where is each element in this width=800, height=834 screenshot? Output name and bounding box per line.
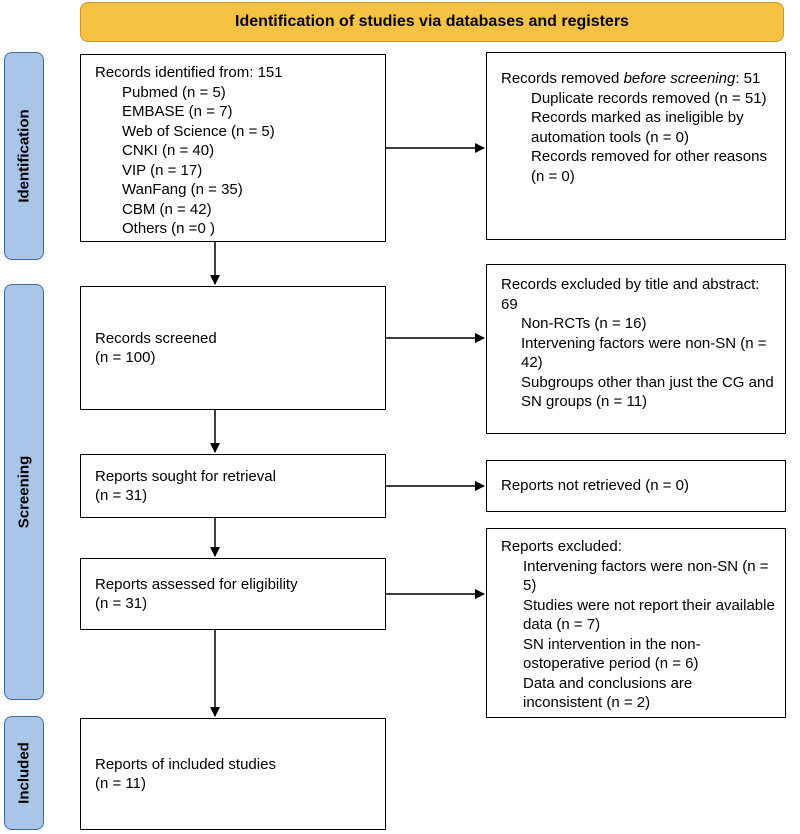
phase-identification-label: Identification: [15, 109, 33, 203]
header-title: Identification of studies via databases …: [235, 13, 629, 30]
phase-included: Included: [4, 716, 44, 830]
source-item: EMBASE (n = 7): [122, 103, 233, 120]
excluded-item: Subgroups other than just the CG and SN …: [521, 373, 774, 411]
records-excluded-box: Records excluded by title and abstract: …: [486, 264, 786, 434]
reports-excluded-item: Data and conclusions are inconsistent (n…: [523, 674, 693, 712]
reports-excluded-item: Intervening factors were non-SN (n = 5): [523, 557, 769, 595]
removed-item: Records marked as ineligible by automati…: [531, 109, 744, 146]
source-item: CNKI (n = 40): [122, 142, 215, 159]
records-screened-label: Records screened: [95, 329, 217, 347]
header-banner: Identification of studies via databases …: [80, 2, 784, 42]
source-item: WanFang (n = 35): [122, 181, 243, 198]
included-studies-label: Reports of included studies: [95, 755, 276, 773]
source-item: Pubmed (n = 5): [122, 83, 226, 101]
source-item: Others (n =0 ): [122, 220, 215, 237]
records-screened-count: (n = 100): [95, 349, 156, 366]
included-studies-count: (n = 11): [95, 775, 146, 792]
reports-assessed-label: Reports assessed for eligibility: [95, 575, 298, 593]
source-item: Web of Science (n = 5): [122, 122, 275, 140]
reports-sought-count: (n = 31): [95, 487, 148, 504]
records-removed-box: Records removed before screening: 51 Dup…: [486, 52, 786, 240]
reports-sought-box: Reports sought for retrieval (n = 31): [80, 454, 386, 518]
reports-assessed-box: Reports assessed for eligibility (n = 31…: [80, 558, 386, 630]
source-item: CBM (n = 42): [122, 200, 212, 218]
reports-excluded-item: SN intervention in the non-ostoperative …: [523, 635, 701, 673]
records-identified-box: Records identified from: 151 Pubmed (n =…: [80, 54, 386, 242]
excluded-item: Non-RCTs (n = 16): [521, 315, 647, 332]
phase-screening: Screening: [4, 284, 44, 700]
phase-identification: Identification: [4, 52, 44, 260]
reports-assessed-count: (n = 31): [95, 595, 148, 612]
removed-item: Records removed for other reasons (n = 0…: [531, 148, 767, 185]
records-identified-title: Records identified from: 151: [95, 64, 283, 81]
records-screened-box: Records screened (n = 100): [80, 286, 386, 410]
records-removed-title: Records removed before screening: 51: [501, 70, 761, 87]
source-item: VIP (n = 17): [122, 161, 203, 179]
reports-excluded-box: Reports excluded: Intervening factors we…: [486, 528, 786, 718]
included-studies-box: Reports of included studies (n = 11): [80, 718, 386, 830]
reports-excluded-item: Studies were not report their available …: [523, 596, 775, 634]
reports-excluded-title: Reports excluded:: [501, 538, 622, 555]
reports-not-retrieved-label: Reports not retrieved (n = 0): [501, 477, 690, 495]
excluded-item: Intervening factors were non-SN (n = 42): [521, 334, 767, 372]
removed-item: Duplicate records removed (n = 51): [531, 89, 767, 107]
records-excluded-title: Records excluded by title and abstract: …: [501, 276, 760, 313]
reports-not-retrieved-box: Reports not retrieved (n = 0): [486, 460, 786, 512]
phase-included-label: Included: [15, 742, 33, 804]
reports-sought-label: Reports sought for retrieval: [95, 467, 276, 485]
phase-screening-label: Screening: [15, 455, 33, 529]
